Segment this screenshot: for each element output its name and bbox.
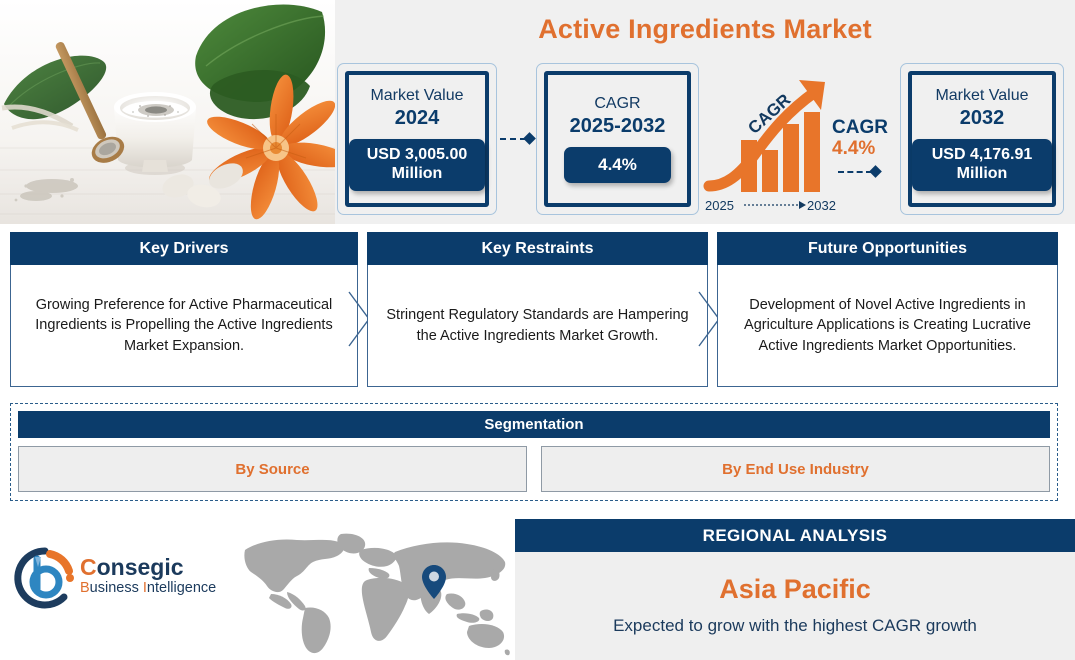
stat-card-cagr: CAGR 2025-2032 4.4% [536,63,699,215]
cagr-side-title: CAGR [832,117,888,138]
cagr-side-readout: CAGR 4.4% [832,118,902,160]
panel-text: Stringent Regulatory Standards are Hampe… [386,306,689,344]
logo-company-name: Consegic [80,555,216,579]
regional-analysis-heading: REGIONAL ANALYSIS [515,519,1075,552]
stat-value-pill: USD 4,176.91 Million [912,139,1052,192]
segmentation-items: By Source By End Use Industry [18,446,1050,492]
panel-body: Growing Preference for Active Pharmaceut… [10,265,358,387]
segmentation-item-by-end-use-industry[interactable]: By End Use Industry [541,446,1050,492]
hero-product-photo [0,0,335,224]
regional-analysis-note: Expected to grow with the highest CAGR g… [613,616,977,635]
connector-2024-to-cagr [500,132,536,145]
stat-card-inner: CAGR 2025-2032 4.4% [544,71,691,207]
panel-text: Growing Preference for Active Pharmaceut… [35,296,333,354]
regional-analysis-region: Asia Pacific [719,574,871,604]
panel-heading: Key Restraints [367,232,708,265]
stat-value-pill: 4.4% [564,147,671,184]
cagr-start-year: 2025 [705,198,734,213]
logo-tagline-intelligence: ntelligence [146,580,217,597]
panel-body: Development of Novel Active Ingredients … [717,265,1058,387]
map-marker-icon [422,565,446,599]
regional-analysis-card: REGIONAL ANALYSIS Asia Pacific Expected … [515,519,1075,660]
segmentation-item-by-source[interactable]: By Source [18,446,527,492]
logo-tagline-b: B [80,580,90,597]
consegic-logo-mark-icon [12,545,78,611]
stat-label: CAGR [594,94,641,112]
cagr-side-value: 4.4% [832,137,876,159]
stat-year: 2024 [394,107,440,130]
logo-initial: C [80,554,97,580]
stat-card-market-value-2024: Market Value 2024 USD 3,005.00 Million [337,63,497,215]
logo-tagline-i: I [142,580,147,597]
stat-card-inner: Market Value 2032 USD 4,176.91 Million [908,71,1056,207]
panel-future-opportunities: Future Opportunities Development of Nove… [717,232,1058,387]
connector-diamond-icon [523,132,536,145]
connector-diamond-icon [869,165,882,178]
stat-card-market-value-2032: Market Value 2032 USD 4,176.91 Million [900,63,1064,215]
panel-heading: Future Opportunities [717,232,1058,265]
logo-tagline: Business Intelligence [80,580,216,597]
panel-heading: Key Drivers [10,232,358,265]
panel-key-restraints: Key Restraints Stringent Regulatory Stan… [367,232,708,387]
cagr-end-year: 2032 [807,198,836,213]
panel-body: Stringent Regulatory Standards are Hampe… [367,265,708,387]
page-title: Active Ingredients Market [538,14,872,44]
panel-key-drivers: Key Drivers Growing Preference for Activ… [10,232,358,387]
logo-name-rest: onsegic [96,554,184,580]
stat-card-inner: Market Value 2024 USD 3,005.00 Million [345,71,489,207]
company-logo: Consegic Business Intelligence [12,545,242,615]
logo-tagline-business: usiness [89,580,143,597]
stat-year-range: 2025-2032 [569,115,666,138]
stat-label: Market Value [370,86,464,104]
connector-dashed-line [838,171,872,173]
panel-text: Development of Novel Active Ingredients … [744,296,1031,354]
top-band: Active Ingredients Market Market Value 2… [0,0,1075,224]
segmentation-heading: Segmentation [18,411,1050,438]
stat-label: Market Value [935,86,1029,104]
stat-value-pill: USD 3,005.00 Million [349,139,485,192]
connector-dashed-line [500,138,526,140]
connector-cagr-to-2032 [838,165,888,178]
world-map-icon [243,532,511,656]
segmentation-section: Segmentation By Source By End Use Indust… [10,403,1058,501]
cagr-growth-chart-icon: CAGR 2025 2032 [703,72,848,214]
logo-wordmark: Consegic Business Intelligence [80,555,216,598]
stat-year: 2032 [959,107,1005,130]
